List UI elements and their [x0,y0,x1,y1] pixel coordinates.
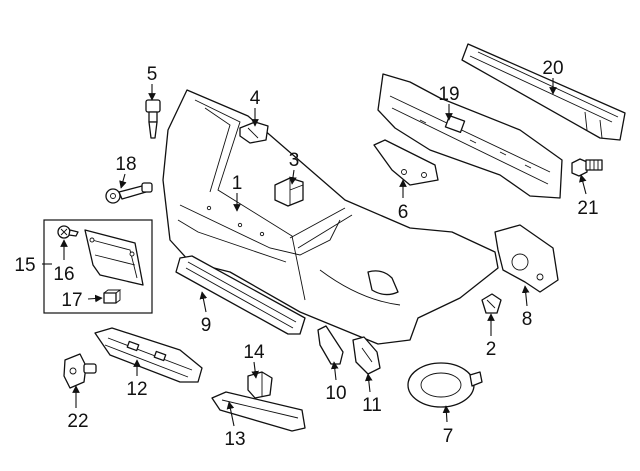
callout-2: 2 [486,339,497,360]
part-8-bracket [494,224,559,293]
part-21-bolt [571,158,603,177]
callout-4: 4 [250,88,261,109]
part-16-screw [57,225,79,239]
callout-labels: 5 4 3 1 18 6 19 20 21 15 16 17 9 8 2 14 … [14,58,598,450]
callout-15: 15 [14,255,35,276]
part-17-nut [103,289,122,304]
callout-9: 9 [201,315,212,336]
part-22-sensor [63,353,97,389]
callout-21: 21 [577,198,598,219]
part-9-lower-grille [175,255,306,335]
part-20-reinforcement-bar [461,43,626,141]
part-2-retainer [481,293,502,314]
callout-19: 19 [438,84,459,105]
part-group-15-license-bracket [43,219,153,314]
part-14-clip [247,371,273,399]
part-13-lower-spoiler [211,391,306,432]
callout-18: 18 [115,154,136,175]
callout-6: 6 [398,202,409,223]
part-11-mount [352,336,381,375]
callout-1: 1 [232,173,243,194]
callout-13: 13 [224,429,245,450]
part-12-air-guide [94,327,203,383]
callout-17: 17 [61,290,82,311]
callout-10: 10 [325,383,346,404]
part-19-energy-absorber [377,73,563,199]
callout-22: 22 [67,411,88,432]
callout-7: 7 [443,426,454,447]
part-5-fastener [145,99,161,139]
part-10-bracket [317,325,344,365]
callout-5: 5 [147,64,158,85]
leader-lines [42,78,587,427]
callout-16: 16 [53,264,74,285]
callout-11: 11 [362,395,382,416]
callout-14: 14 [243,342,265,363]
part-18-sensor [105,182,153,204]
part-7-fog-lamp-bezel [407,362,483,408]
callout-8: 8 [522,309,533,330]
part-6-side-bracket [373,139,439,186]
callout-20: 20 [542,58,563,79]
callout-12: 12 [126,379,147,400]
callout-3: 3 [289,150,300,171]
part-1-bumper-cover [162,89,499,345]
